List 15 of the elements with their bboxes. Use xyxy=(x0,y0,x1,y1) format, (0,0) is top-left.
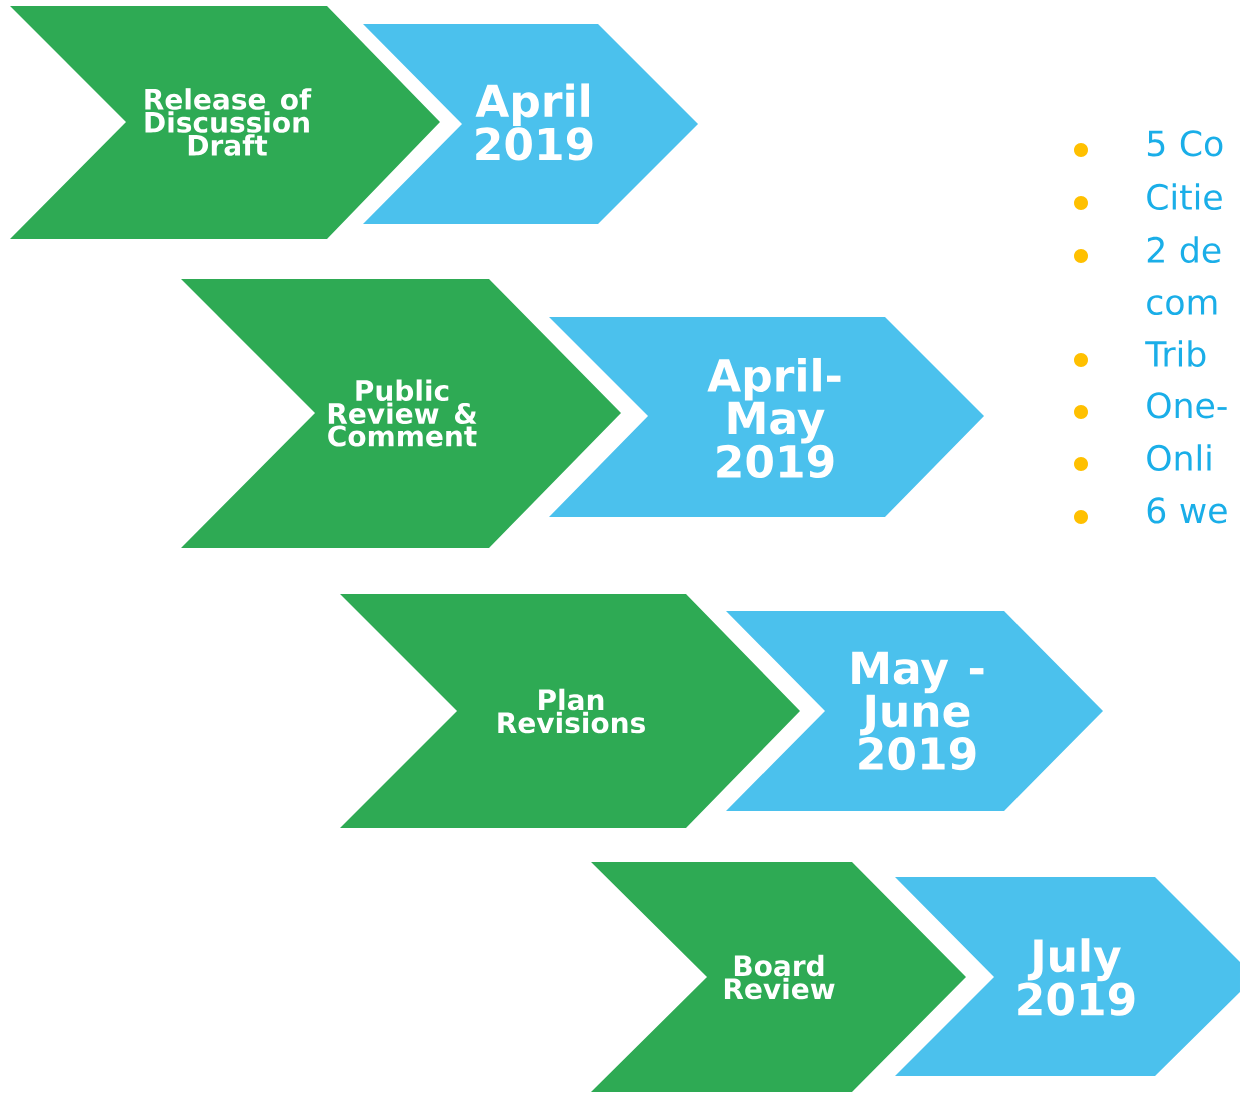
chevron-banner: Plan Revisions xyxy=(340,594,800,828)
bullet-text: 5 Co xyxy=(1147,130,1223,157)
chevron-banner: May - June 2019 xyxy=(726,611,1103,811)
bullet-text: Onli xyxy=(1147,444,1211,472)
bullet-text: 6 we xyxy=(1147,497,1227,524)
chevron-banner: April 2019 xyxy=(363,24,698,224)
chevron-banner: April- May 2019 xyxy=(549,317,984,517)
chevron-banner: Board Review xyxy=(591,862,966,1092)
bullet-text: Citie xyxy=(1147,183,1222,211)
bullet-text: 2 de com xyxy=(1147,236,1221,316)
chevron-banner: Release of Discussion Draft xyxy=(10,6,440,239)
bullet-text: One- xyxy=(1147,392,1227,419)
chevron-banner: July 2019 xyxy=(895,877,1240,1076)
bullet-text: Trib xyxy=(1145,340,1206,368)
chevron-banner: Public Review & Comment xyxy=(181,279,621,548)
